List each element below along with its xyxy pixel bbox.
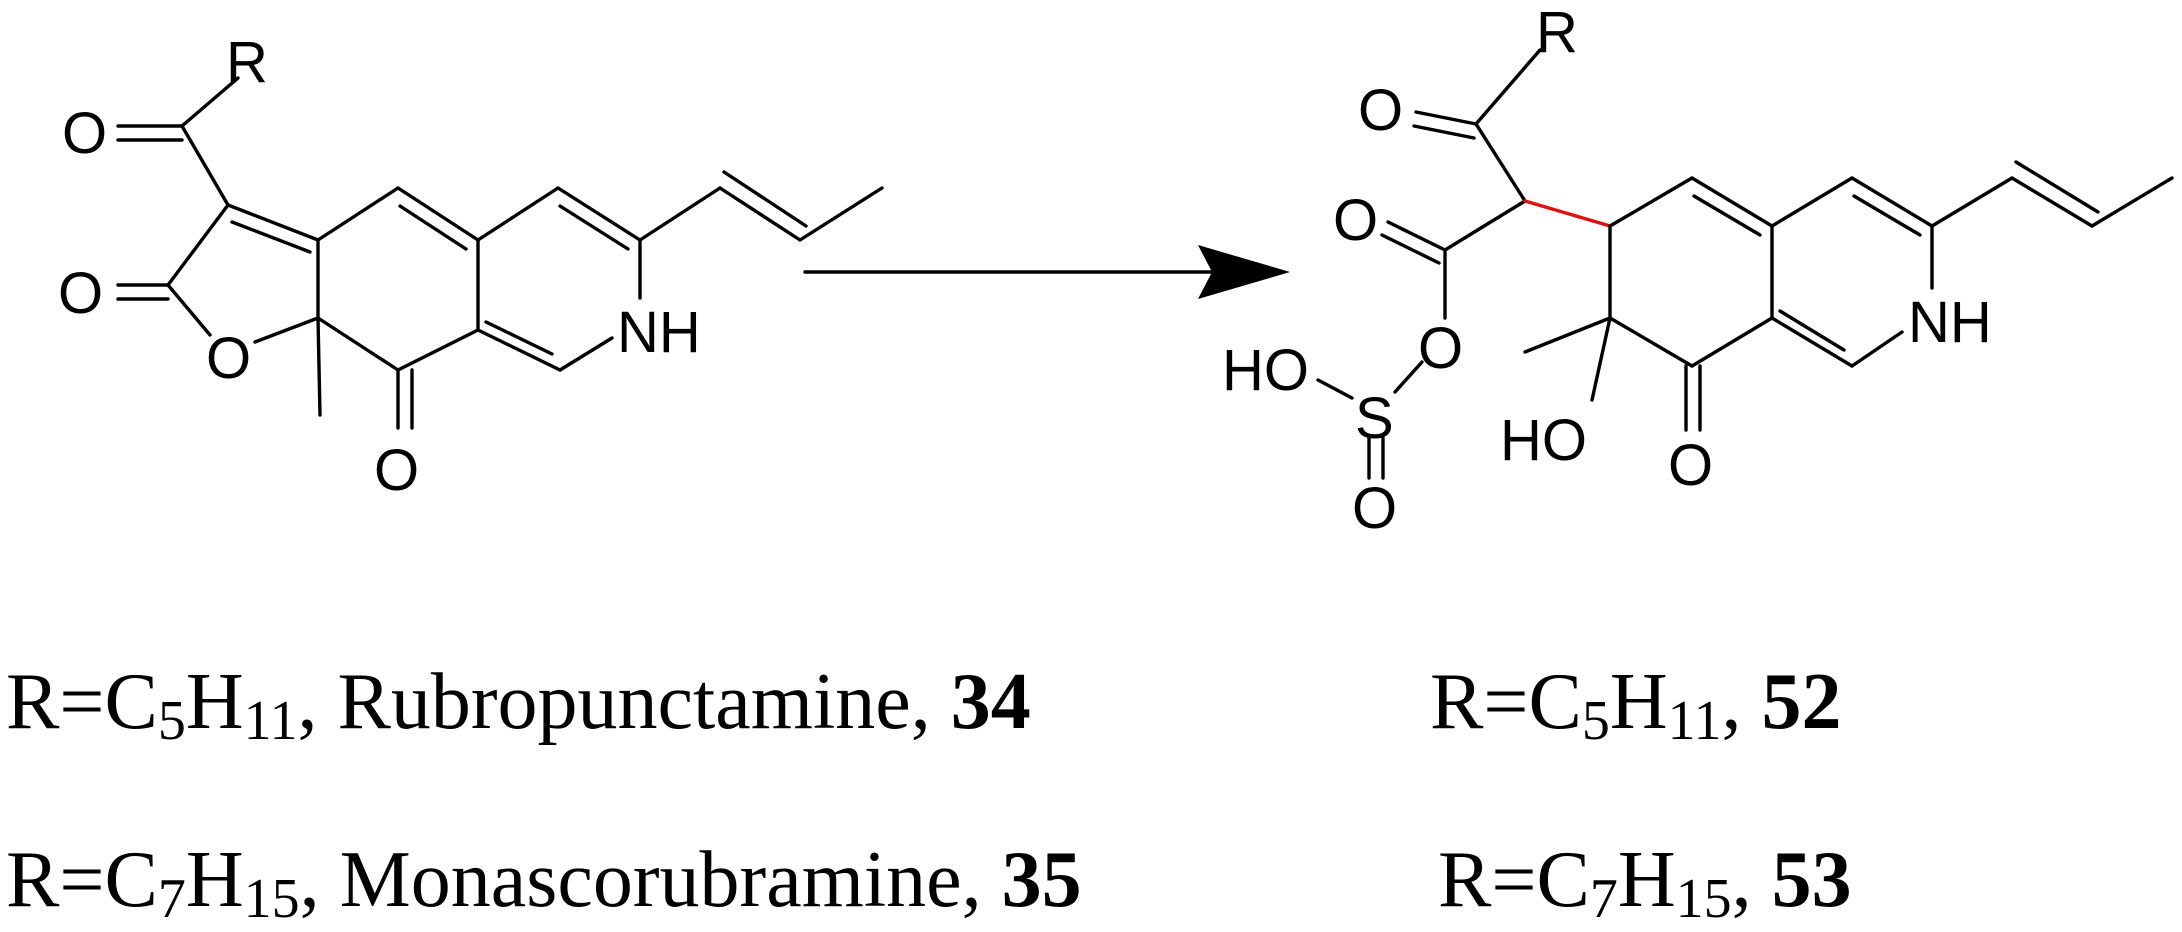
product-hydroxyl-label: HO bbox=[1500, 408, 1587, 473]
product-acyl-oxygen-label: O bbox=[1358, 78, 1403, 143]
reactant-atom-labels: R O O O O NH bbox=[58, 30, 701, 503]
caption-subscript: 11 bbox=[1667, 690, 1722, 753]
caption-subscript: 15 bbox=[243, 868, 300, 931]
reactant-r-label: R bbox=[226, 30, 268, 95]
caption-name: , bbox=[1731, 836, 1772, 924]
reactant-ring-oxygen-label: O bbox=[206, 326, 251, 391]
product-structure: R O O O HO S O HO O NH bbox=[1222, 0, 2174, 541]
reactant-acyl-oxygen-label: O bbox=[62, 101, 107, 166]
reactant-lactone-oxygen-label: O bbox=[58, 261, 103, 326]
product-ester-oxygen-label: O bbox=[1333, 188, 1378, 253]
reactant-nh-label: NH bbox=[617, 300, 701, 365]
product-bonds bbox=[1316, 48, 2174, 480]
caption-subscript: 5 bbox=[1581, 690, 1610, 753]
product-sulfinyl-oxygen-label: O bbox=[1352, 476, 1397, 541]
caption-subscript: 7 bbox=[157, 868, 186, 931]
reactant-structure: R O O O O NH bbox=[58, 30, 884, 503]
reactant-ketone-oxygen-label: O bbox=[374, 438, 419, 503]
caption-compound-52: R=C5H11, 52 bbox=[1430, 662, 1842, 749]
caption-name: , Monascorubramine, bbox=[299, 836, 1002, 924]
caption-compound-number: 52 bbox=[1761, 658, 1842, 746]
reaction-arrow bbox=[803, 245, 1290, 299]
caption-compound-number: 35 bbox=[1001, 836, 1082, 924]
reactant-bonds bbox=[116, 76, 884, 430]
caption-prefix: R=C bbox=[6, 836, 158, 924]
caption-compound-35: R=C7H15, Monascorubramine, 35 bbox=[6, 840, 1082, 927]
caption-name: , Rubropunctamine, bbox=[297, 658, 951, 746]
caption-subscript: 7 bbox=[1589, 868, 1618, 931]
product-ho-sulfur-label: HO bbox=[1222, 338, 1309, 403]
caption-hydrogen: H bbox=[1617, 836, 1676, 924]
caption-compound-number: 53 bbox=[1771, 836, 1852, 924]
product-ketone-oxygen-label: O bbox=[1668, 433, 1713, 498]
caption-hydrogen: H bbox=[1609, 658, 1668, 746]
caption-compound-53: R=C7H15, 53 bbox=[1438, 840, 1852, 927]
caption-hydrogen: H bbox=[185, 658, 244, 746]
product-link-oxygen-label: O bbox=[1418, 316, 1463, 381]
reaction-scheme: R O O O O NH bbox=[58, 0, 2174, 541]
product-r-label: R bbox=[1536, 0, 1578, 65]
caption-subscript: 11 bbox=[243, 690, 298, 753]
caption-hydrogen: H bbox=[185, 836, 244, 924]
product-nh-label: NH bbox=[1908, 290, 1992, 355]
product-atom-labels: R O O O HO S O HO O NH bbox=[1222, 0, 1992, 541]
caption-prefix: R=C bbox=[1438, 836, 1590, 924]
arrow-head-icon bbox=[1198, 245, 1290, 299]
product-sulfur-label: S bbox=[1355, 386, 1394, 451]
caption-compound-34: R=C5H11, Rubropunctamine, 34 bbox=[6, 662, 1031, 749]
caption-name: , bbox=[1721, 658, 1762, 746]
caption-compound-number: 34 bbox=[950, 658, 1031, 746]
caption-prefix: R=C bbox=[6, 658, 158, 746]
caption-subscript: 5 bbox=[157, 690, 186, 753]
caption-prefix: R=C bbox=[1430, 658, 1582, 746]
caption-subscript: 15 bbox=[1675, 868, 1732, 931]
